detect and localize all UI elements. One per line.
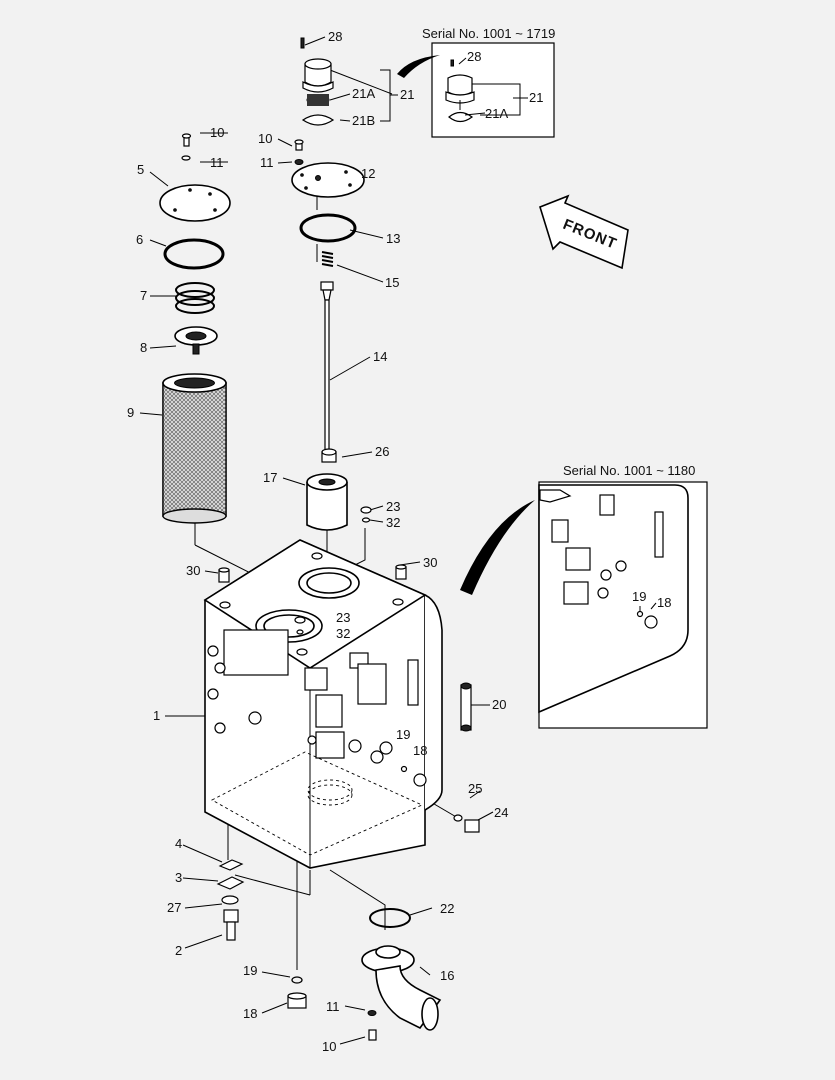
shims-4-3: [216, 859, 245, 890]
tank-side-fittings: [207, 629, 427, 787]
filter-element-9: [162, 373, 227, 524]
part-label: 22: [440, 901, 454, 916]
part-label: 11: [326, 999, 340, 1014]
part-label: 28: [328, 29, 342, 44]
plug-23-top: [360, 506, 372, 523]
part-label: 8: [140, 340, 147, 355]
part-label: 17: [263, 470, 277, 485]
part-label: 7: [140, 288, 147, 303]
part-label: 5: [137, 162, 144, 177]
inset-top-label: 21: [529, 90, 543, 105]
part-label: 16: [440, 968, 454, 983]
part-label: 23: [336, 610, 350, 625]
part-label: 6: [136, 232, 143, 247]
part-label: 23: [386, 499, 400, 514]
drain-24: [453, 814, 480, 833]
sight-gauge-20: [460, 682, 472, 732]
inset-right-flange: [563, 547, 591, 605]
spring-7: [175, 282, 215, 314]
inset-top-breather-cap: [445, 59, 475, 123]
part-label: 32: [386, 515, 400, 530]
part-label: 12: [361, 166, 375, 181]
cover-plate-12: [291, 162, 365, 198]
part-label: 30: [186, 563, 200, 578]
part-label: 1: [153, 708, 160, 723]
part-label: 4: [175, 836, 182, 851]
part-label: 15: [385, 275, 399, 290]
inset-right-label: 18: [657, 595, 671, 610]
part-label: 10: [258, 131, 272, 146]
part-label: 19: [396, 727, 410, 742]
part-label: 32: [336, 626, 350, 641]
inset-top-label: 21A: [485, 106, 508, 121]
suction-pipe-16: [361, 945, 442, 1031]
part-label: 10: [322, 1039, 336, 1054]
filter-17: [306, 473, 348, 531]
part-label: 26: [375, 444, 389, 459]
spring-15: [321, 251, 334, 267]
o-ring-13: [299, 213, 357, 243]
part-label: 21B: [352, 113, 375, 128]
plug-23-tank: [294, 616, 306, 635]
breather-cap-assembly: [300, 37, 335, 126]
part-label: 19: [243, 963, 257, 978]
front-arrow: FRONT: [539, 194, 629, 270]
part-label: 2: [175, 943, 182, 958]
inset-right-box: [460, 481, 708, 729]
plug-30-right: [395, 564, 407, 580]
bolt-27-2: [221, 895, 239, 941]
nut-26: [321, 448, 337, 463]
inset-right-serial: Serial No. 1001 ~ 1180: [563, 463, 695, 478]
part-label: 30: [423, 555, 437, 570]
screw-10-top: [294, 139, 304, 165]
part-label: 20: [492, 697, 506, 712]
o-ring-22: [369, 908, 411, 928]
inset-top-label: 28: [467, 49, 481, 64]
part-label: 11: [210, 155, 224, 170]
part-label: 9: [127, 405, 134, 420]
cover-plate-5: [159, 184, 231, 222]
part-label: 27: [167, 900, 181, 915]
part-label: 10: [210, 125, 224, 140]
part-label: 21: [400, 87, 414, 102]
callout-labels: Serial No. 1001 ~ 1719 Serial No. 1001 ~…: [127, 26, 695, 1054]
part-label: 21A: [352, 86, 375, 101]
o-ring-6: [163, 238, 225, 270]
part-label: 14: [373, 349, 387, 364]
part-label: 18: [413, 743, 427, 758]
screw-10-bottom: [367, 1010, 377, 1041]
plug-18-bottom: [287, 976, 307, 1009]
part-label: 24: [494, 805, 508, 820]
inset-top-box: [397, 42, 555, 138]
part-label: 18: [243, 1006, 257, 1021]
filter-rod-14: [320, 281, 334, 451]
inset-top-serial: Serial No. 1001 ~ 1719: [422, 26, 555, 41]
plug-30-left: [218, 567, 230, 583]
part-label: 25: [468, 781, 482, 796]
valve-8: [174, 326, 218, 355]
part-label: 11: [260, 155, 274, 170]
screw-10-left: [181, 133, 192, 161]
part-label: 13: [386, 231, 400, 246]
part-label: 3: [175, 870, 182, 885]
inset-right-label: 19: [632, 589, 646, 604]
